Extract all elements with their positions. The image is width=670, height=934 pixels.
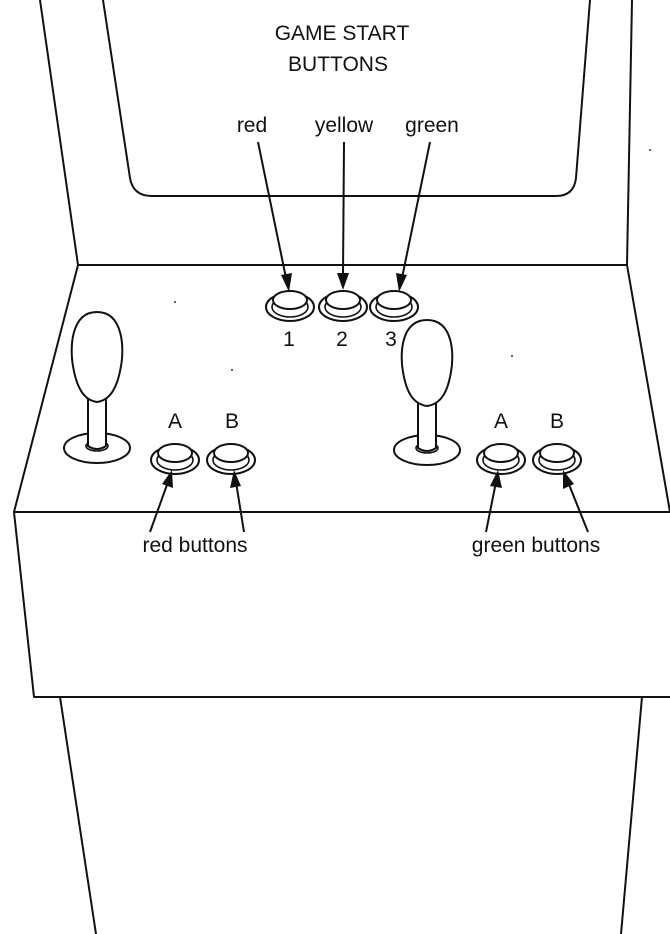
arrow-green-buttons-a bbox=[485, 470, 502, 533]
left-label-b: B bbox=[225, 410, 239, 433]
cabinet-right-edge bbox=[626, 0, 633, 266]
right-label-b: B bbox=[550, 410, 564, 433]
start-number-3: 3 bbox=[385, 328, 397, 351]
game-start-title-line2: BUTTONS bbox=[288, 53, 388, 76]
start-button-3[interactable] bbox=[369, 290, 419, 322]
green-button-b[interactable] bbox=[532, 443, 582, 475]
arrow-red-buttons-b bbox=[230, 470, 245, 533]
left-label-a: A bbox=[168, 410, 182, 433]
cabinet-left-edge bbox=[39, 0, 79, 266]
game-start-title-line1: GAME START bbox=[275, 22, 410, 45]
green-button-a[interactable] bbox=[476, 443, 526, 475]
red-button-a[interactable] bbox=[150, 443, 200, 475]
cabinet-upper-body bbox=[39, 0, 633, 266]
arrow-yellow-start bbox=[337, 141, 349, 290]
screen-bezel bbox=[102, 0, 591, 197]
cabinet-lower-stand bbox=[59, 696, 643, 934]
red-button-b[interactable] bbox=[206, 443, 256, 475]
start-number-1: 1 bbox=[283, 328, 295, 351]
arrow-red-buttons-a bbox=[149, 470, 173, 533]
control-panel-front bbox=[13, 511, 670, 698]
arrow-green-buttons-b bbox=[563, 470, 589, 533]
start-button-1[interactable] bbox=[265, 290, 315, 322]
label-red: red bbox=[237, 114, 267, 137]
control-panel-top bbox=[13, 264, 670, 513]
label-green: green bbox=[405, 114, 459, 137]
right-label-a: A bbox=[494, 410, 508, 433]
arrow-green-start bbox=[396, 141, 431, 292]
arrow-red-start bbox=[257, 141, 292, 292]
left-joystick[interactable] bbox=[63, 311, 131, 464]
label-yellow: yellow bbox=[315, 114, 374, 137]
right-joystick[interactable] bbox=[393, 319, 461, 466]
start-button-2[interactable] bbox=[318, 290, 368, 322]
label-red-buttons: red buttons bbox=[142, 534, 247, 557]
label-green-buttons: green buttons bbox=[472, 534, 600, 557]
print-specks bbox=[174, 149, 651, 371]
start-number-2: 2 bbox=[336, 328, 348, 351]
